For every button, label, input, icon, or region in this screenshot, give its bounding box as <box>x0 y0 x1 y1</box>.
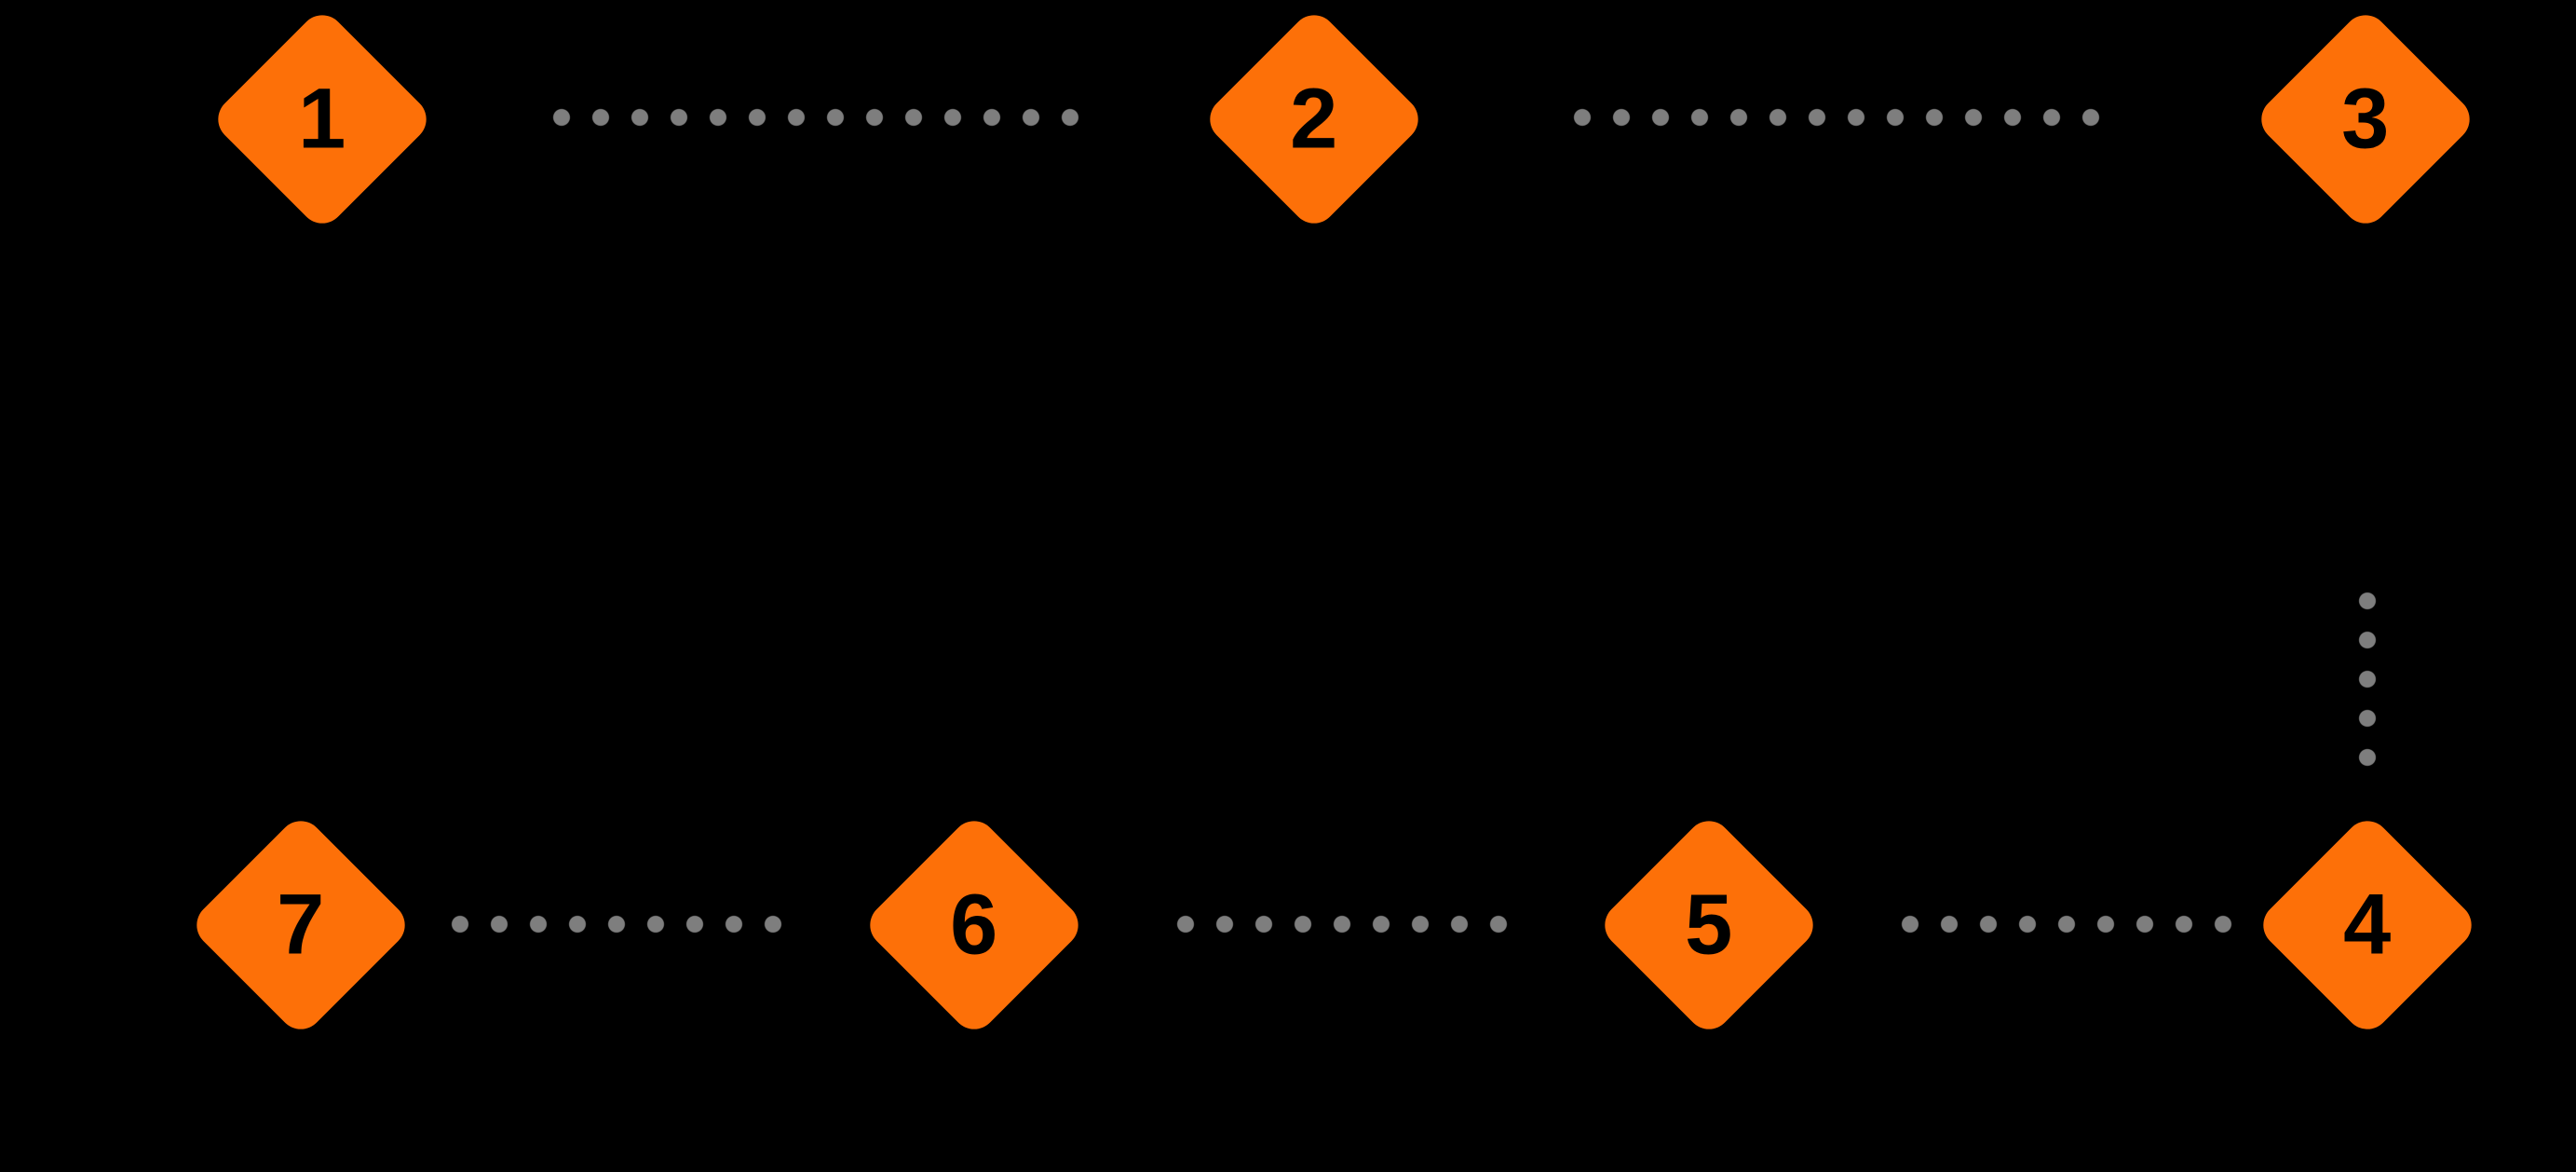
step-node-3-label: 3 <box>2341 71 2390 167</box>
connector-7-6 <box>441 915 793 934</box>
connector-1-2 <box>542 108 1090 127</box>
step-node-3-diamond-icon: 3 <box>2252 6 2479 233</box>
step-node-1-diamond-icon: 1 <box>209 6 436 233</box>
step-node-5-label: 5 <box>1685 877 1733 973</box>
step-node-7-diamond-icon: 7 <box>187 811 414 1039</box>
connector-3-4 <box>2358 581 2377 777</box>
connector-6-5 <box>1166 915 1518 934</box>
step-node-4-label: 4 <box>2343 877 2392 973</box>
connector-5-4 <box>1891 915 2243 934</box>
step-node-5-diamond-icon: 5 <box>1595 811 1823 1039</box>
step-node-6-diamond-icon: 6 <box>861 811 1088 1039</box>
step-node-2-label: 2 <box>1290 71 1338 167</box>
step-node-7-label: 7 <box>277 877 325 973</box>
step-node-4-diamond-icon: 4 <box>2254 811 2481 1039</box>
connector-2-3 <box>1563 108 2110 127</box>
step-node-6-label: 6 <box>950 877 998 973</box>
step-node-2-diamond-icon: 2 <box>1200 6 1428 233</box>
step-node-1-label: 1 <box>298 71 346 167</box>
